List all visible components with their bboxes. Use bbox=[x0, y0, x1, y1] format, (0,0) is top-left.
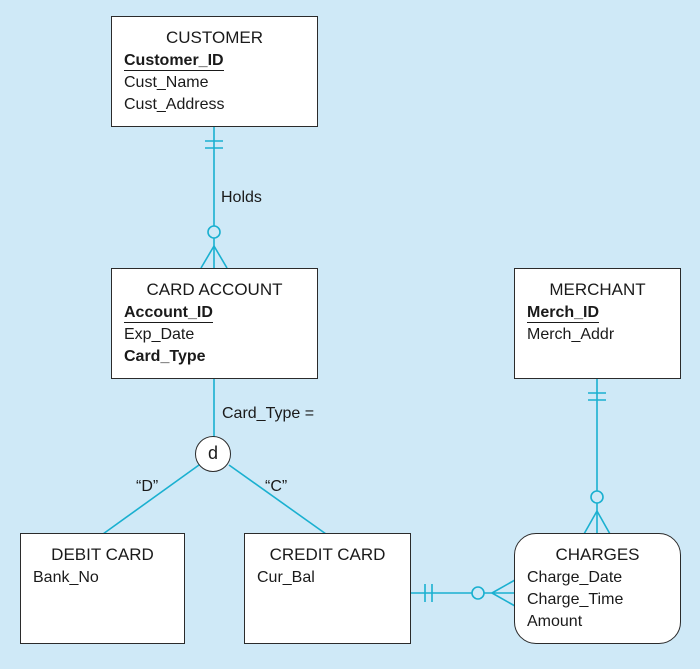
customer-entity: CUSTOMER Customer_ID Cust_Name Cust_Addr… bbox=[111, 16, 318, 127]
bank-no-attr: Bank_No bbox=[33, 569, 99, 586]
merchant-entity: MERCHANT Merch_ID Merch_Addr bbox=[514, 268, 681, 379]
charges-entity: CHARGES Charge_Date Charge_Time Amount bbox=[514, 533, 681, 644]
cust-address-attr: Cust_Address bbox=[124, 96, 225, 113]
debit-card-title: DEBIT CARD bbox=[51, 545, 154, 564]
card-type-discriminator-label: Card_Type = bbox=[222, 405, 315, 422]
card-account-entity: CARD ACCOUNT Account_ID Exp_Date Card_Ty… bbox=[111, 268, 318, 379]
credit-subtype-line bbox=[228, 464, 327, 535]
card-account-title: CARD ACCOUNT bbox=[146, 280, 283, 299]
merch-id-label: Merch_ID bbox=[527, 304, 600, 323]
account-id-attr: Account_ID bbox=[112, 302, 317, 324]
exp-date-attr: Exp_Date bbox=[124, 326, 195, 343]
credit-card-title: CREDIT CARD bbox=[269, 545, 386, 564]
charges-crowfoot-left-top bbox=[491, 579, 516, 594]
debit-value-label: “D” bbox=[136, 478, 159, 495]
charge-date-attr: Charge_Date bbox=[527, 569, 623, 586]
customer-id-attr: Customer_ID bbox=[112, 50, 317, 72]
holds-label: Holds bbox=[221, 189, 262, 206]
account-id-label: Account_ID bbox=[124, 304, 213, 323]
amount-attr: Amount bbox=[527, 613, 583, 630]
credit-value-label: “C” bbox=[265, 478, 288, 495]
card-type-attr: Card_Type bbox=[124, 348, 206, 365]
cur-bal-attr: Cur_Bal bbox=[257, 569, 315, 586]
charges-optional-circle-top bbox=[590, 490, 604, 504]
card-account-optional-circle bbox=[207, 225, 221, 239]
customer-id-label: Customer_ID bbox=[124, 52, 224, 71]
charges-crowfoot-top-left bbox=[583, 510, 598, 535]
charges-optional-circle-left bbox=[471, 586, 485, 600]
debit-subtype-line bbox=[102, 464, 200, 535]
charges-crowfoot-left-bottom bbox=[491, 592, 516, 607]
credit-card-entity: CREDIT CARD Cur_Bal bbox=[244, 533, 411, 644]
card-account-crowfoot-right bbox=[213, 245, 228, 269]
merchant-title: MERCHANT bbox=[549, 280, 646, 299]
merch-id-attr: Merch_ID bbox=[515, 302, 680, 324]
cust-name-attr: Cust_Name bbox=[124, 74, 209, 91]
merch-addr-attr: Merch_Addr bbox=[527, 326, 615, 343]
charges-title: CHARGES bbox=[555, 545, 640, 564]
customer-title: CUSTOMER bbox=[166, 28, 263, 47]
charges-crowfoot-top-right bbox=[596, 510, 611, 535]
disjoint-circle: d bbox=[195, 436, 231, 472]
charge-time-attr: Charge_Time bbox=[527, 591, 624, 608]
card-account-crowfoot-left bbox=[200, 245, 215, 269]
debit-card-entity: DEBIT CARD Bank_No bbox=[20, 533, 185, 644]
